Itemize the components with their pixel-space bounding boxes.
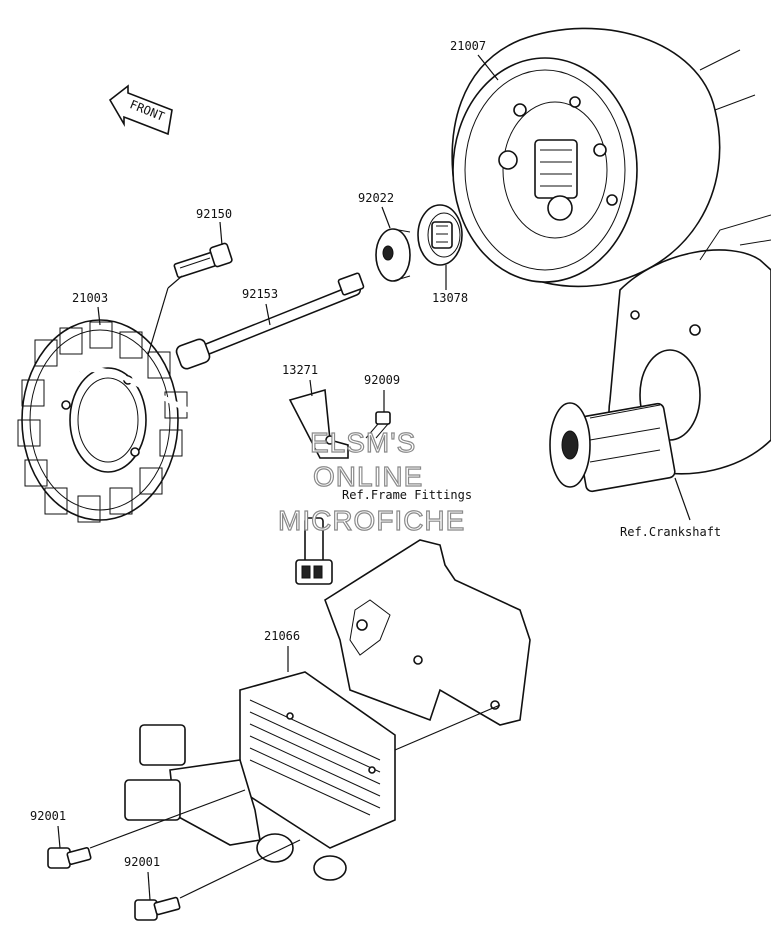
watermark-line-3: MICROFICHE [278, 505, 465, 536]
label-92001-a: 92001 [30, 809, 66, 823]
bolt-92150 [173, 242, 233, 279]
bolt-92153 [175, 272, 365, 370]
flywheel-rotor [451, 27, 756, 288]
watermark-line-2: ONLINE [313, 461, 423, 492]
label-92022: 92022 [358, 191, 394, 205]
mounting-plate [324, 539, 531, 726]
crankshaft [549, 214, 771, 493]
label-21007: 21007 [450, 39, 486, 53]
bracket-13271 [288, 388, 349, 459]
screw-92009 [365, 411, 391, 439]
watermark: ELSM'S ONLINE MICROFICHE [277, 426, 465, 536]
watermark-line-1: ELSM'S [310, 427, 416, 458]
label-92153: 92153 [242, 287, 278, 301]
starter-gear [417, 204, 463, 266]
washer [375, 228, 411, 282]
stator-wire [79, 367, 333, 585]
front-arrow: FRONT [108, 84, 173, 136]
label-13271: 13271 [282, 363, 318, 377]
label-92009: 92009 [364, 373, 400, 387]
regulator-rectifier [124, 671, 396, 881]
label-21066: 21066 [264, 629, 300, 643]
label-92001-b: 92001 [124, 855, 160, 869]
bolt-92001-a [47, 847, 92, 869]
label-92150: 92150 [196, 207, 232, 221]
label-21003: 21003 [72, 291, 108, 305]
bolt-92001-b [134, 896, 181, 921]
label-ref-frame-fittings: Ref.Frame Fittings [342, 488, 472, 502]
stator-coil [17, 319, 188, 523]
label-ref-crankshaft: Ref.Crankshaft [620, 525, 721, 539]
label-13078: 13078 [432, 291, 468, 305]
